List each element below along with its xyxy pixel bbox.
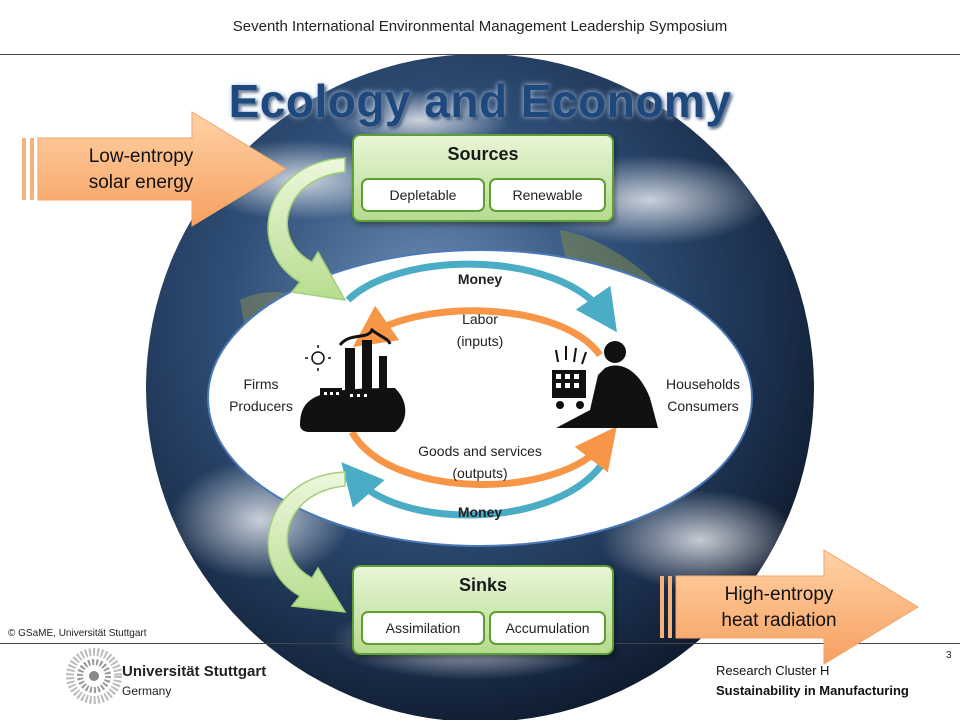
solar-energy-label: Low-entropy solar energy <box>46 144 236 196</box>
solar-energy-line2: solar energy <box>88 172 194 193</box>
university-name: Universität Stuttgart <box>122 663 267 680</box>
factory-icon <box>300 327 406 432</box>
copyright-text: © GSaME, Universität Stuttgart <box>8 628 147 639</box>
sources-box: Sources Depletable Renewable <box>352 134 614 222</box>
goods-line2: (outputs) <box>452 465 508 481</box>
slide-title: Ecology and Economy <box>228 75 732 127</box>
firms-line1: Firms <box>243 376 279 392</box>
goods-flow-arrow <box>348 426 617 488</box>
households-line2: Consumers <box>667 398 739 414</box>
money-flow-bottom-arrow <box>341 458 608 519</box>
firms-line2: Producers <box>229 398 293 414</box>
sources-title: Sources <box>447 144 519 164</box>
sinks-outflow-arrow <box>267 471 347 613</box>
university-country: Germany <box>122 684 172 698</box>
labor-flow-arrow <box>352 305 603 358</box>
solar-energy-arrow <box>22 111 287 227</box>
sources-inflow-arrow <box>267 157 347 301</box>
sinks-box: Sinks Assimilation Accumulation <box>352 565 614 655</box>
heat-radiation-label: High-entropy heat radiation <box>684 582 874 634</box>
depletable-chip: Depletable <box>361 178 485 212</box>
shopper-icon <box>552 341 658 428</box>
cluster-topic: Sustainability in Manufacturing <box>716 683 909 698</box>
money-top-label: Money <box>457 271 503 287</box>
firms-label: Firms Producers <box>216 373 306 417</box>
university-logo-icon <box>66 648 122 704</box>
heat-radiation-line1: High-entropy <box>724 584 834 605</box>
sinks-title: Sinks <box>458 575 508 595</box>
heat-radiation-line2: heat radiation <box>721 610 837 631</box>
labor-line2: (inputs) <box>456 333 504 349</box>
labor-label: Labor (inputs) <box>420 308 540 352</box>
research-cluster: Research Cluster H <box>716 663 830 678</box>
assimilation-chip: Assimilation <box>361 611 485 645</box>
page-number: 3 <box>946 650 952 661</box>
solar-energy-line1: Low-entropy <box>88 146 194 167</box>
goods-label: Goods and services (outputs) <box>390 440 570 484</box>
labor-line1: Labor <box>462 311 498 327</box>
money-bottom-label: Money <box>457 504 503 520</box>
heat-radiation-arrow <box>660 549 919 665</box>
symposium-title: Seventh International Environmental Mana… <box>232 18 728 35</box>
households-line1: Households <box>666 376 740 392</box>
renewable-chip: Renewable <box>489 178 606 212</box>
accumulation-chip: Accumulation <box>489 611 606 645</box>
households-label: Households Consumers <box>648 373 758 417</box>
money-flow-top-arrow <box>345 260 617 333</box>
goods-line1: Goods and services <box>418 443 542 459</box>
